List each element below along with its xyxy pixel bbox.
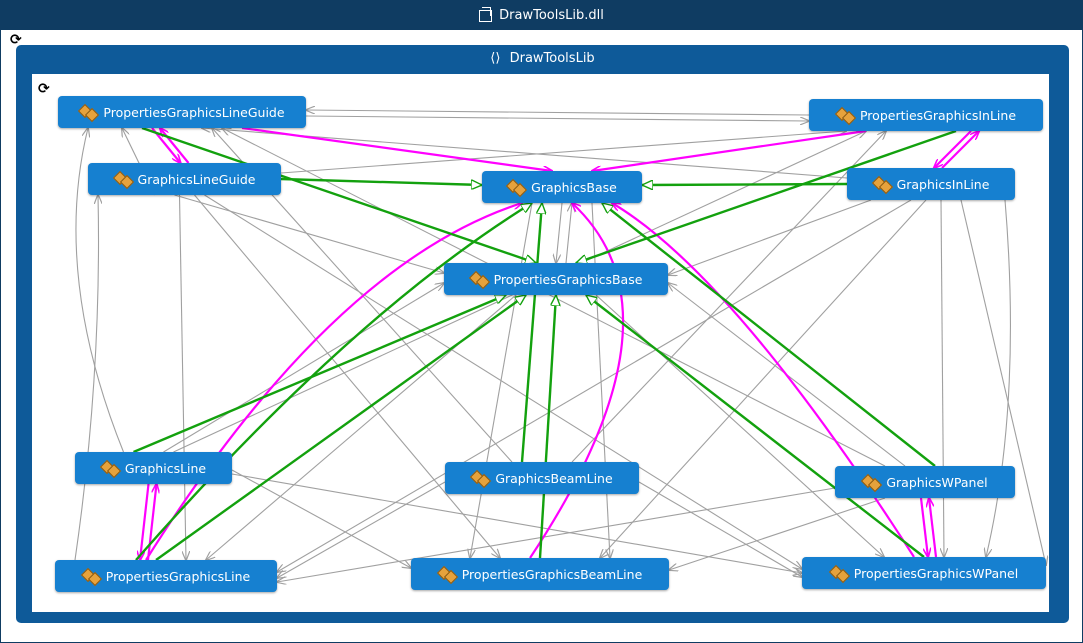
class-node-graphics-line-guide[interactable]: GraphicsLineGuide xyxy=(88,163,281,195)
reference-edge-11[interactable] xyxy=(277,199,912,572)
bidirectional-edge-44[interactable] xyxy=(592,129,867,171)
bidirectional-edge-37[interactable] xyxy=(934,130,972,168)
class-node-label: PropertiesGraphicsInLine xyxy=(859,107,1017,123)
class-node-label: GraphicsBase xyxy=(531,179,617,195)
class-node-graphics-in-line[interactable]: GraphicsInLine xyxy=(847,168,1015,200)
refresh-icon[interactable]: ⟳ xyxy=(10,32,22,48)
assembly-title-bar[interactable]: DrawToolsLib.dll xyxy=(1,1,1082,30)
class-icon xyxy=(80,567,102,587)
class-node-label: PropertiesGraphicsBeamLine xyxy=(461,566,643,582)
class-node-label: PropertiesGraphicsBase xyxy=(493,271,643,287)
reference-edge-5[interactable] xyxy=(668,199,872,275)
bidirectional-edge-39[interactable] xyxy=(140,483,150,560)
bidirectional-edge-40[interactable] xyxy=(146,484,157,561)
inheritance-edge-54[interactable] xyxy=(155,295,526,561)
inheritance-edge-55[interactable] xyxy=(520,203,542,463)
bidirectional-edge-41[interactable] xyxy=(919,497,928,557)
bidirectional-edge-36[interactable] xyxy=(160,128,190,164)
class-icon xyxy=(468,270,490,290)
inheritance-edge-49[interactable] xyxy=(576,129,957,263)
inheritance-edge-57[interactable] xyxy=(602,203,936,467)
class-node-properties-graphics-wpanel[interactable]: PropertiesGraphicsWPanel xyxy=(802,557,1046,589)
class-node-label: GraphicsLineGuide xyxy=(137,171,256,187)
class-node-properties-graphics-in-line[interactable]: PropertiesGraphicsInLine xyxy=(809,99,1043,131)
class-node-properties-graphics-line[interactable]: PropertiesGraphicsLine xyxy=(55,560,277,592)
class-icon xyxy=(78,103,100,123)
inheritance-edge-50[interactable] xyxy=(280,177,482,185)
class-node-graphics-base[interactable]: GraphicsBase xyxy=(482,171,642,203)
reference-edge-16[interactable] xyxy=(277,481,446,578)
reference-edge-18[interactable] xyxy=(277,487,836,582)
class-node-label: PropertiesGraphicsLineGuide xyxy=(103,104,285,120)
class-node-graphics-wpanel[interactable]: GraphicsWPanel xyxy=(835,466,1015,498)
class-node-label: GraphicsWPanel xyxy=(886,474,988,490)
reference-edge-29[interactable] xyxy=(591,202,610,558)
reference-edge-9[interactable] xyxy=(204,194,803,569)
inheritance-edge-48[interactable] xyxy=(141,126,536,263)
reference-edge-8[interactable] xyxy=(194,194,501,558)
class-icon xyxy=(99,459,121,479)
inheritance-edge-58[interactable] xyxy=(586,295,925,558)
reference-edge-19[interactable] xyxy=(669,497,886,570)
reference-edge-14[interactable] xyxy=(231,469,411,568)
reference-edge-32[interactable] xyxy=(75,128,125,453)
reference-edge-17[interactable] xyxy=(638,481,802,577)
reference-edge-28[interactable] xyxy=(470,202,533,558)
bidirectional-edge-38[interactable] xyxy=(941,131,979,169)
class-node-label: GraphicsBeamLine xyxy=(495,470,613,486)
class-icon xyxy=(834,106,857,126)
namespace-title: DrawToolsLib xyxy=(509,51,595,66)
inheritance-edge-56[interactable] xyxy=(538,295,556,559)
reference-edge-30[interactable] xyxy=(960,199,1046,565)
class-icon xyxy=(871,175,893,195)
bidirectional-edge-45[interactable] xyxy=(145,203,522,561)
reference-edge-6[interactable] xyxy=(556,202,563,263)
class-node-label: GraphicsLine xyxy=(124,460,207,476)
bidirectional-edge-43[interactable] xyxy=(241,126,552,171)
class-node-label: PropertiesGraphicsLine xyxy=(105,568,251,584)
class-icon xyxy=(470,469,492,489)
class-node-properties-graphics-beam-line[interactable]: PropertiesGraphicsBeamLine xyxy=(411,558,669,590)
reference-edge-12[interactable] xyxy=(600,199,927,558)
reference-edge-15[interactable] xyxy=(231,473,802,573)
class-icon xyxy=(506,178,528,198)
bidirectional-edge-42[interactable] xyxy=(929,498,938,558)
namespace-icon: ⟨⟩ xyxy=(490,51,501,66)
class-icon xyxy=(436,565,458,585)
inheritance-edge-51[interactable] xyxy=(642,184,848,185)
reference-edge-0[interactable] xyxy=(306,110,810,116)
reference-edge-2[interactable] xyxy=(280,131,846,174)
reference-edge-7[interactable] xyxy=(565,203,572,264)
class-node-label: PropertiesGraphicsWPanel xyxy=(853,565,1019,581)
reference-edge-4[interactable] xyxy=(174,194,445,273)
class-icon xyxy=(861,473,883,493)
class-node-label: GraphicsInLine xyxy=(896,176,990,192)
class-node-properties-graphics-line-guide[interactable]: PropertiesGraphicsLineGuide xyxy=(58,96,306,128)
namespace-container: ⟨⟩ DrawToolsLib ⟳ PropertiesGraphicsLine… xyxy=(16,45,1069,623)
reference-edge-20[interactable] xyxy=(163,283,445,453)
reference-edge-23[interactable] xyxy=(571,131,886,463)
reference-edge-27[interactable] xyxy=(595,294,884,557)
reference-edge-33[interactable] xyxy=(74,195,99,561)
reference-edge-34[interactable] xyxy=(986,199,1012,557)
refresh-icon[interactable]: ⟳ xyxy=(38,81,50,97)
namespace-title-bar[interactable]: ⟨⟩ DrawToolsLib xyxy=(16,51,1069,66)
class-node-graphics-line[interactable]: GraphicsLine xyxy=(75,452,232,484)
dependency-graph xyxy=(74,74,1049,612)
class-node-graphics-beam-line[interactable]: GraphicsBeamLine xyxy=(445,462,639,494)
reference-edge-1[interactable] xyxy=(305,115,809,121)
class-icon xyxy=(112,170,134,190)
dll-icon xyxy=(479,6,493,22)
reference-edge-13[interactable] xyxy=(941,199,944,557)
class-icon xyxy=(828,564,850,584)
inheritance-edge-52[interactable] xyxy=(133,293,507,454)
assembly-title: DrawToolsLib.dll xyxy=(499,8,604,23)
class-node-properties-graphics-base[interactable]: PropertiesGraphicsBase xyxy=(444,263,668,295)
inheritance-edge-53[interactable] xyxy=(135,201,532,561)
bidirectional-edge-46[interactable] xyxy=(529,203,625,559)
